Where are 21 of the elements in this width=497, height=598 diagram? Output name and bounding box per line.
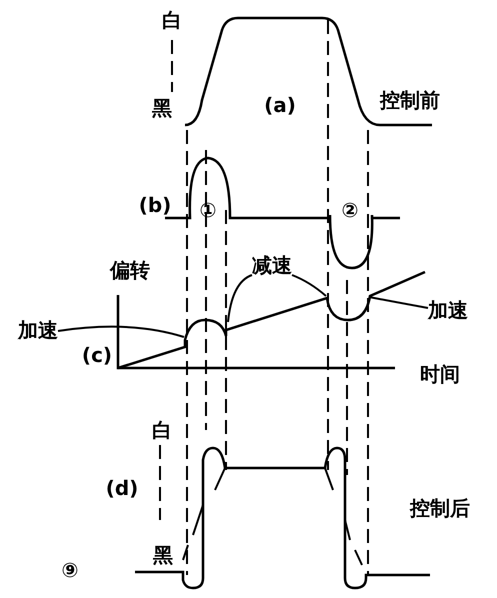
level-label: 白 — [152, 420, 172, 440]
level-label: 黑 — [153, 545, 173, 565]
figure-number: ⑨ — [62, 560, 78, 580]
leader-line — [58, 326, 184, 338]
waveform-label: (c) — [82, 345, 112, 365]
level-label: 黑 — [152, 98, 172, 118]
leader-line — [292, 274, 327, 297]
waveform-label: (b) — [138, 195, 172, 215]
caption-label: 控制后 — [410, 498, 470, 518]
phase-label: 加速 — [18, 320, 58, 340]
axis-label: 时间 — [420, 364, 460, 384]
phase-label: 加速 — [428, 300, 468, 320]
waveform-label: (d) — [106, 478, 138, 498]
leader-line — [227, 274, 252, 322]
phase-label: 减速 — [252, 255, 292, 275]
waveform-label: (a) — [264, 95, 296, 115]
callout-number: ② — [342, 200, 358, 220]
caption-label: 控制前 — [380, 90, 440, 110]
leader-line — [368, 296, 428, 309]
level-label: 白 — [162, 10, 182, 30]
phase-label: 偏转 — [110, 260, 150, 280]
